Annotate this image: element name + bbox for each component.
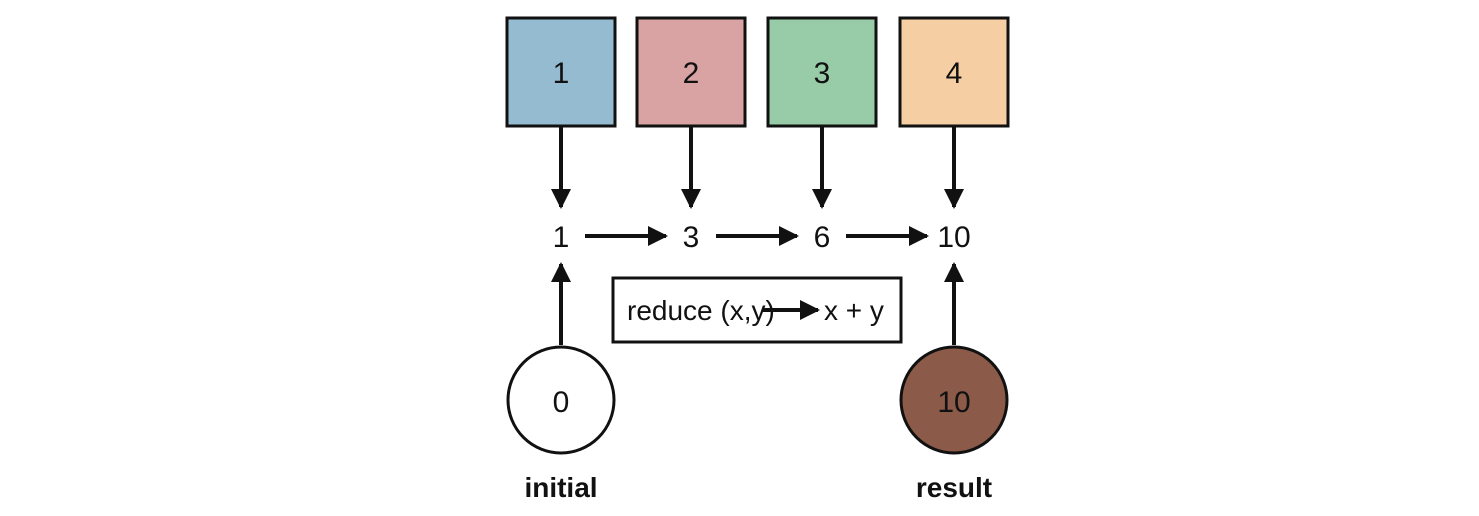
initial-circle bbox=[506, 345, 616, 455]
result-caption: result bbox=[916, 472, 992, 503]
initial-value: 0 bbox=[553, 386, 570, 419]
result-circle bbox=[899, 345, 1009, 455]
accumulator-4: 10 bbox=[937, 221, 970, 254]
formula-right: x + y bbox=[824, 295, 884, 326]
accumulator-2: 3 bbox=[683, 221, 700, 254]
result-value: 10 bbox=[937, 386, 970, 419]
input-label-3: 3 bbox=[814, 57, 831, 90]
input-label-1: 1 bbox=[553, 57, 570, 90]
input-item-2: 2 bbox=[635, 16, 747, 128]
accumulator-1: 1 bbox=[553, 221, 570, 254]
input-label-2: 2 bbox=[683, 57, 700, 90]
formula-left: reduce (x,y) bbox=[627, 295, 775, 326]
result-node: 10 result bbox=[899, 345, 1009, 503]
initial-caption: initial bbox=[524, 472, 597, 503]
formula-frame bbox=[611, 276, 903, 344]
input-item-4: 4 bbox=[898, 16, 1010, 128]
input-box-2 bbox=[635, 16, 747, 128]
input-box-4 bbox=[898, 16, 1010, 128]
input-label-4: 4 bbox=[946, 57, 963, 90]
input-items: 1 2 3 4 bbox=[505, 16, 1010, 128]
input-item-1: 1 bbox=[505, 16, 617, 128]
input-box-1 bbox=[505, 16, 617, 128]
accumulator-3: 6 bbox=[814, 221, 831, 254]
up-arrows bbox=[551, 262, 964, 345]
initial-node: 0 initial bbox=[506, 345, 616, 503]
input-box-3 bbox=[766, 16, 878, 128]
down-arrows bbox=[551, 127, 964, 209]
input-item-3: 3 bbox=[766, 16, 878, 128]
formula-box: reduce (x,y) x + y bbox=[611, 276, 903, 344]
accumulators: 1 3 6 10 bbox=[553, 221, 971, 254]
